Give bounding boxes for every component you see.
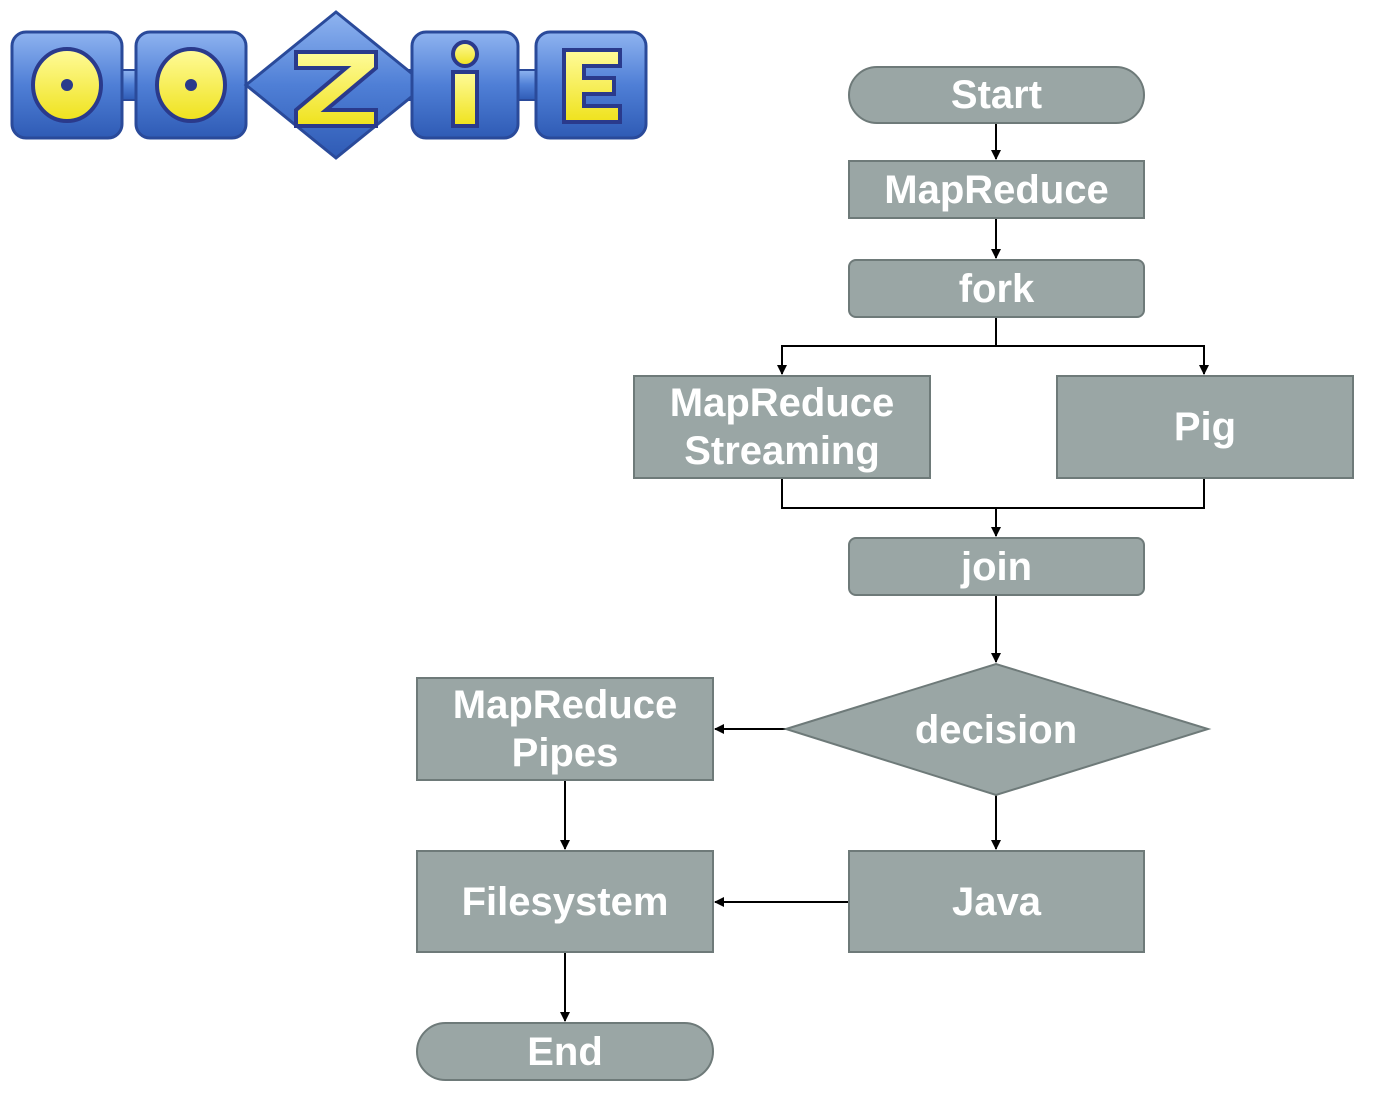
- pig-node: Pig: [1056, 375, 1354, 479]
- edge-fork-streaming: [777, 345, 996, 375]
- mapreduce-node: MapReduce: [848, 160, 1145, 219]
- start-node: Start: [848, 66, 1145, 124]
- end-node: End: [416, 1022, 714, 1081]
- join-node: join: [848, 537, 1145, 596]
- edge-fork-pig: [996, 345, 1209, 375]
- mapreduce-pipes-node: MapReduce Pipes: [416, 677, 714, 781]
- edge-streaming-join: [781, 478, 996, 509]
- fork-node: fork: [848, 259, 1145, 318]
- filesystem-node: Filesystem: [416, 850, 714, 953]
- java-node: Java: [848, 850, 1145, 953]
- mapreduce-streaming-node: MapReduce Streaming: [633, 375, 931, 479]
- decision-diamond: [782, 662, 1212, 797]
- oozie-logo: [10, 10, 648, 160]
- edge-pig-join: [996, 478, 1205, 509]
- decision-label: decision: [914, 708, 1078, 752]
